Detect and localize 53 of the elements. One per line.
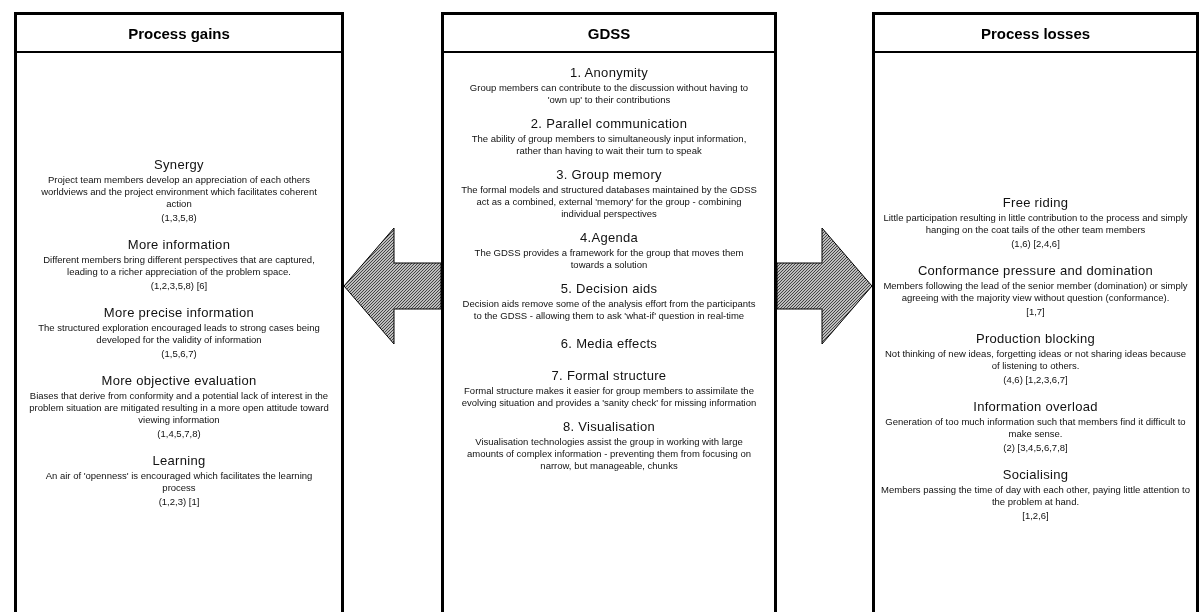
item-title: 8. Visualisation [563,419,655,435]
reference-numbers: (2) [3,4,5,6,7,8] [1003,442,1068,454]
item-title: Production blocking [975,331,1096,347]
item-description: Biases that derive from conformity and a potential lack of interest in the problem situation are mitigated resulting in a more open attitude toward viewing information [29,390,329,426]
item-title: 7. Formal structure [551,368,667,384]
item-description: The formal models and structured databases maintained by the GDSS act as a combined, external 'memory' for the group - combining individual perspectives [460,184,758,220]
item-description: Group members can contribute to the discussion without having to 'own up' to their contributions [468,82,750,106]
item-title: 1. Anonymity [570,65,648,81]
reference-numbers: (1,2,3) [1] [158,496,200,508]
item-description: Visualisation technologies assist the group in working with large amounts of complex information - preventing them from focusing on narrow, but manageable, chunks [465,436,753,472]
block-arrow [776,227,873,345]
item-title: Socialising [1002,467,1069,483]
item-title: More precise information [103,305,255,321]
item-title: Information overload [973,399,1098,415]
item-title: 2. Parallel communication [530,116,688,132]
reference-numbers: (1,3,5,8) [161,212,197,224]
panel-heading: Process losses [980,24,1091,42]
item-description: The GDSS provides a framework for the group that moves them towards a solution [473,247,745,271]
item-description: Different members bring different perspectives that are captured, leading to a richer appreciation of the problem space. [42,254,316,278]
block-arrow [343,227,442,345]
item-title: Free riding [1002,195,1069,211]
reference-numbers: (1,5,6,7) [161,348,197,360]
item-title: More objective evaluation [101,373,257,389]
item-title: 4.Agenda [579,230,639,246]
reference-numbers: [1,7] [1026,306,1045,318]
item-description: Members following the lead of the senior member (domination) or simply agreeing with the majority view without question (conformance). [882,280,1189,304]
item-description: Not thinking of new ideas, forgetting ideas or not sharing ideas because of listening to others. [884,348,1187,372]
item-title: Conformance pressure and domination [917,263,1154,279]
panel-heading: GDSS [587,24,631,42]
panel-box [14,12,344,612]
item-title: 3. Group memory [556,167,662,183]
item-description: Little participation resulting in little contribution to the process and simply hanging on the coat tails of the other team members [882,212,1189,236]
item-description: The ability of group members to simultaneously input information, rather than having to wait their turn to speak [470,133,748,157]
item-title: Learning [152,453,206,469]
item-title: 6. Media effects [560,336,658,352]
reference-numbers: (1,6) [2,4,6] [1011,238,1060,250]
reference-numbers: (1,4,5,7,8) [157,428,201,440]
item-title: Synergy [154,157,204,173]
item-description: Generation of too much information such that members find it difficult to make sense. [884,416,1187,440]
reference-numbers: (1,2,3,5,8) [6] [150,280,208,292]
item-description: Project team members develop an appreciation of each others worldviews and the project environment which facilitates coherent action [40,174,318,210]
reference-numbers: (4,6) [1,2,3,6,7] [1003,374,1068,386]
reference-numbers: [1,2,6] [1022,510,1049,522]
panel-box [441,12,777,612]
item-title: More information [127,237,231,253]
item-description: Decision aids remove some of the analysis effort from the participants to the GDSS - allowing them to ask 'what-if' question in real-time [461,298,757,322]
panel-box [872,12,1199,612]
item-title: 5. Decision aids [560,281,658,297]
item-description: Formal structure makes it easier for group members to assimilate the evolving situation and provides a 'sanity check' for missing information [460,385,758,409]
item-description: An air of 'openness' is encouraged which facilitates the learning process [44,470,314,494]
item-description: Members passing the time of day with each other, paying little attention to the problem at hand. [880,484,1191,508]
panel-heading: Process gains [128,24,230,42]
item-description: The structured exploration encouraged leads to strong cases being developed for the validity of information [37,322,321,346]
